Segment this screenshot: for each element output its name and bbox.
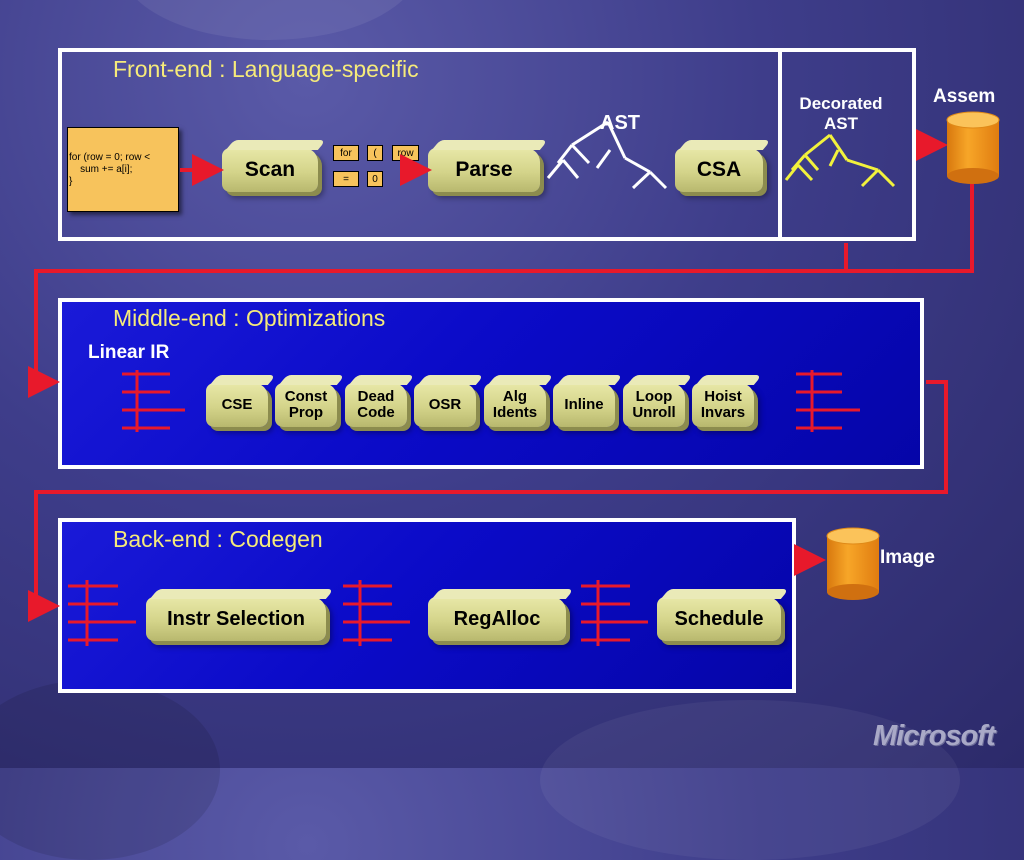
ir-bars-icon	[343, 580, 410, 646]
assem-cylinder-icon	[946, 111, 1000, 184]
middle-end-title: Middle-end : Optimizations	[113, 305, 386, 331]
csa-label: CSA	[696, 157, 742, 181]
image-cylinder-icon	[826, 527, 880, 600]
assem-label: Assem	[933, 86, 996, 107]
optimization-pass-label-line1: Loop	[635, 388, 673, 406]
linear-ir-label: Linear IR	[88, 342, 170, 363]
decorated-ast-label-line2: AST	[824, 114, 858, 133]
ir-bars-icon	[796, 370, 860, 432]
front-end-title: Front-end : Language-specific	[113, 56, 419, 82]
optimization-pass-label-line1: Alg	[502, 388, 528, 406]
optimization-pass-label: Inline	[564, 397, 603, 413]
code-line: for (row = 0; row <	[69, 152, 151, 163]
ir-bars-icon	[581, 580, 648, 646]
schedule-label: Schedule	[674, 607, 764, 630]
optimization-pass-label-line1: OSR	[428, 396, 462, 414]
scan-block: Scan	[222, 148, 318, 192]
parse-block: Parse	[428, 148, 540, 192]
diagram-overlay	[28, 111, 1000, 646]
token: (	[367, 145, 383, 161]
optimization-pass-label-line2: Unroll	[632, 404, 676, 421]
source-code-box: for (row = 0; row < sum += a[i]; }	[67, 127, 179, 212]
ir-bars-icon	[122, 370, 185, 432]
optimization-pass-label-line2: Invars	[700, 404, 746, 421]
ir-bars-icon	[68, 580, 136, 646]
decorated-ast-label-line1: Decorated	[799, 94, 883, 113]
instr-selection-block: Instr Selection	[146, 597, 326, 641]
optimization-pass-label-line1: Dead	[357, 388, 395, 406]
back-end-title: Back-end : Codegen	[113, 526, 323, 552]
token: for	[333, 145, 359, 161]
optimization-pass-block: CSE	[206, 383, 268, 427]
code-line: }	[69, 176, 73, 187]
connector-arrow	[28, 380, 948, 622]
instr-selection-label: Instr Selection	[167, 607, 305, 630]
connector-arrow	[28, 178, 974, 398]
front-end-divider	[778, 52, 782, 237]
ast-tree-icon	[546, 120, 668, 190]
token: 0	[367, 171, 383, 187]
decorated-ast-tree-icon	[784, 133, 896, 188]
optimization-pass-label-line1: Const	[284, 388, 328, 406]
regalloc-block: RegAlloc	[428, 597, 566, 641]
optimization-pass-block: Inline	[553, 383, 615, 427]
decorated-ast-label: Decorated AST	[792, 94, 890, 134]
scan-label: Scan	[244, 157, 296, 181]
optimization-pass-label-line1: CSE	[221, 396, 253, 414]
optimization-pass-label-line1: Hoist	[704, 388, 742, 406]
code-line: sum += a[i];	[69, 164, 133, 175]
optimization-pass-label: CSE	[222, 397, 253, 413]
optimization-pass-block: OSR	[414, 383, 476, 427]
image-label: Image	[880, 547, 935, 568]
csa-block: CSA	[675, 148, 763, 192]
optimization-pass-label: OSR	[429, 397, 462, 413]
optimization-pass-label-line1: Inline	[564, 396, 604, 414]
microsoft-logo: Microsoft	[873, 720, 995, 752]
optimization-pass-label-line2: Idents	[492, 404, 538, 421]
front-end-panel	[58, 48, 916, 241]
token: =	[333, 171, 359, 187]
regalloc-label: RegAlloc	[453, 607, 541, 630]
optimization-pass-label-line2: Code	[357, 404, 395, 421]
parse-label: Parse	[455, 157, 513, 181]
optimization-pass-label-line2: Prop	[288, 404, 324, 421]
schedule-block: Schedule	[657, 597, 781, 641]
